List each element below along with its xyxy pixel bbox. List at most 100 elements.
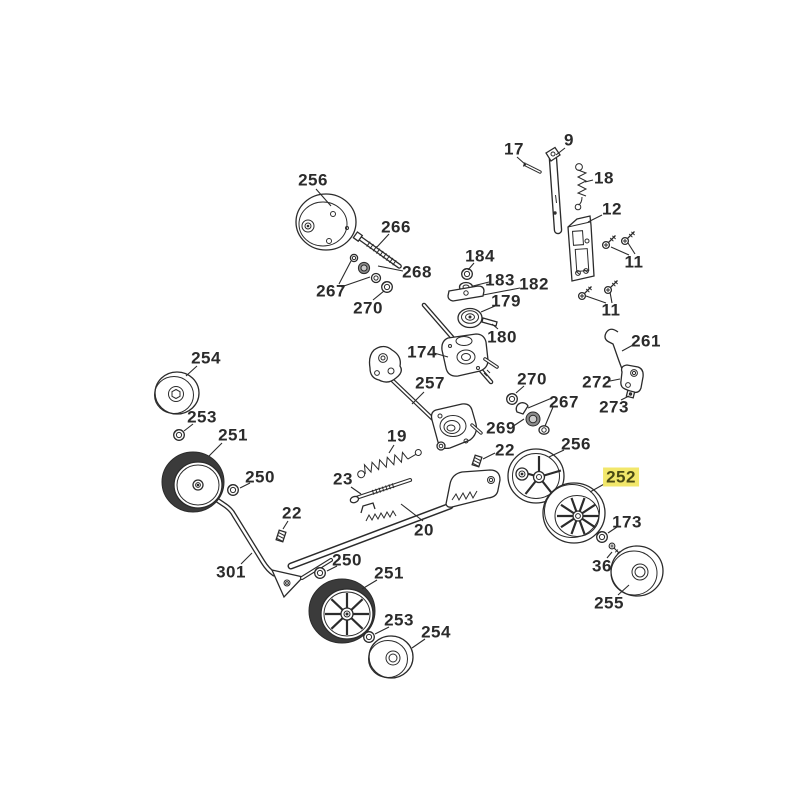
leader-line — [467, 262, 475, 271]
part-252-wheel-drawing — [542, 482, 606, 544]
part-12-bracket-drawing — [567, 215, 595, 282]
leader-line — [527, 397, 553, 409]
part-254-disc-drawing — [154, 371, 200, 415]
leader-line — [326, 565, 338, 572]
leader-line — [388, 444, 395, 454]
leader-line — [361, 579, 378, 590]
leader-line — [610, 246, 630, 256]
part-261-hook-rod-drawing — [604, 328, 624, 372]
part-label-19: 19 — [387, 426, 407, 446]
part-19-spring-drawing — [357, 449, 422, 479]
leader-line — [433, 352, 449, 358]
part-label-267: 267 — [549, 392, 579, 412]
leader-line — [239, 482, 251, 489]
part-18-spring-drawing — [574, 163, 588, 211]
part-272-plate-drawing — [620, 364, 644, 394]
part-label-252-highlighted: 252 — [603, 467, 639, 487]
leader-line — [621, 344, 634, 352]
leader-line — [340, 276, 371, 288]
part-180-key-drawing — [481, 317, 498, 327]
leader-line — [515, 385, 525, 394]
part-251-wheel-drawing — [308, 578, 376, 644]
leader-line — [240, 552, 253, 565]
part-179-pulley-drawing — [457, 307, 483, 329]
part-label-182: 182 — [519, 274, 549, 294]
leader-line — [609, 378, 621, 382]
part-label-22: 22 — [495, 440, 515, 460]
part-label-268: 268 — [402, 262, 432, 282]
part-label-270: 270 — [517, 369, 547, 389]
part-20-bar-drawing — [287, 469, 501, 570]
part-267-bushing-set-drawing — [349, 253, 382, 284]
leader-line — [627, 242, 636, 255]
leader-line — [411, 638, 426, 649]
leader-line — [377, 265, 404, 272]
leader-line — [482, 287, 521, 296]
part-267-bushing-set-drawing — [515, 402, 550, 435]
leader-line — [607, 526, 618, 534]
leader-line — [609, 291, 613, 304]
leader-line — [185, 365, 198, 377]
leader-line — [516, 156, 527, 166]
part-254-disc-drawing — [368, 635, 414, 679]
part-256-wheel-drawing — [507, 448, 565, 504]
part-182-bracket-drawing — [447, 285, 485, 302]
leader-line — [472, 281, 490, 287]
leader-line — [183, 423, 194, 432]
leader-line — [620, 395, 630, 401]
part-label-251: 251 — [374, 563, 404, 583]
part-23-rod-drawing — [349, 478, 413, 504]
leader-line — [315, 188, 332, 207]
leader-line — [208, 442, 223, 457]
leader-line — [338, 260, 352, 285]
leader-line — [606, 551, 613, 559]
leader-line — [585, 295, 607, 304]
part-label-272: 272 — [582, 372, 612, 392]
part-label-18: 18 — [594, 168, 614, 188]
part-256-cover-drawing — [295, 193, 357, 251]
leader-line — [491, 323, 499, 330]
part-label-17: 17 — [504, 139, 524, 159]
part-174-gearbox-drawing — [421, 302, 499, 385]
part-label-256: 256 — [298, 170, 328, 190]
leader-line — [480, 305, 496, 313]
leader-line — [617, 584, 630, 596]
part-9-bar-drawing — [545, 146, 563, 235]
leader-line — [548, 449, 565, 458]
part-label-184: 184 — [465, 246, 495, 266]
part-label-273: 273 — [599, 397, 629, 417]
part-label-9: 9 — [564, 130, 574, 150]
part-label-253: 253 — [384, 610, 414, 630]
part-label-254: 254 — [191, 348, 221, 368]
part-label-261: 261 — [631, 331, 661, 351]
part-label-22: 22 — [282, 503, 302, 523]
part-label-256: 256 — [561, 434, 591, 454]
part-label-251: 251 — [218, 425, 248, 445]
part-label-270: 270 — [353, 298, 383, 318]
part-label-253: 253 — [187, 407, 217, 427]
leader-line — [555, 147, 566, 156]
leader-line — [350, 486, 362, 495]
leader-line — [544, 406, 554, 427]
part-label-255: 255 — [594, 593, 624, 613]
part-label-269: 269 — [486, 418, 516, 438]
leader-line — [482, 452, 496, 460]
part-label-174: 174 — [407, 342, 437, 362]
part-label-250: 250 — [332, 550, 362, 570]
part-label-11: 11 — [601, 300, 621, 320]
part-257-arm-drawing — [368, 345, 483, 451]
part-label-179: 179 — [491, 291, 521, 311]
leader-line — [400, 503, 424, 522]
part-label-11: 11 — [624, 252, 644, 272]
part-label-23: 23 — [333, 469, 353, 489]
leader-line — [282, 520, 289, 530]
part-label-173: 173 — [612, 512, 642, 532]
part-255-disc-drawing — [610, 545, 664, 597]
part-label-183: 183 — [485, 270, 515, 290]
part-label-180: 180 — [487, 327, 517, 347]
part-label-301: 301 — [216, 562, 246, 582]
part-label-20: 20 — [414, 520, 434, 540]
part-label-12: 12 — [602, 199, 622, 219]
